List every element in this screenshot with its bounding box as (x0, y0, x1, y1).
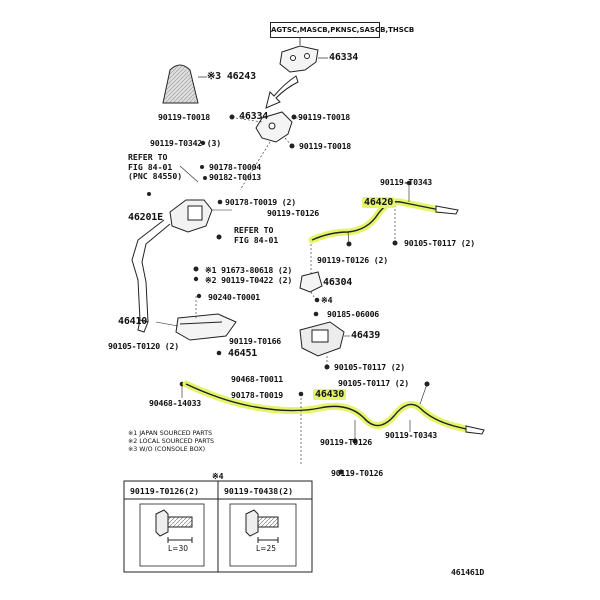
part-46243-label[interactable]: ※3 46243 (207, 71, 256, 82)
refer-fig-84-01-note: REFER TO FIG 84-01 (234, 225, 279, 245)
bolt-t0166-label[interactable]: 90119-T0166 (229, 336, 282, 346)
bolt-t0342-label[interactable]: 90119-T0342 (3) (150, 138, 221, 148)
note-japan-sourced: ※1 JAPAN SOURCED PARTS (128, 430, 213, 437)
equalizer-46304-drawing (299, 271, 323, 293)
detail-right-length: L=25 (256, 544, 277, 553)
detail-table-drawing (123, 480, 313, 573)
bolt-14033-label[interactable]: 90468-14033 (149, 398, 202, 408)
bolt-06006-label[interactable]: 90185-06006 (327, 309, 380, 319)
detail-4-marker: ※4 (321, 295, 333, 305)
bolt-t0018-right2-label[interactable]: 90119-T0018 (299, 141, 352, 151)
bolt-t0013-label[interactable]: 90182-T0013 (209, 172, 262, 182)
bolt-t0019b-label[interactable]: 90178-T0019 (231, 390, 284, 400)
detail-left-header[interactable]: 90119-T0126(2) (130, 486, 200, 496)
refer-fig-84-01-pnc-note: REFER TO FIG 84-01 (PNC 84550) (128, 152, 183, 182)
bolt-t0126b-label[interactable]: 90119-T0126 (2) (317, 255, 388, 265)
bolt-t0126a-label[interactable]: 90119-T0126 (267, 208, 320, 218)
bolt-detail-right-drawing (245, 509, 279, 543)
model-code-box: AGTSC,MASCB,PKNSC,SASCB,THSCB (270, 22, 414, 38)
detail-right-header[interactable]: 90119-T0438(2) (224, 486, 294, 496)
bolt-t0004-label[interactable]: 90178-T0004 (209, 162, 262, 172)
refer-mid-line-1: REFER TO (234, 225, 274, 235)
refer-line-1: REFER TO (128, 152, 168, 162)
bolt-t0117b-label[interactable]: 90105-T0117 (2) (334, 362, 405, 372)
legend-notes: ※1 JAPAN SOURCED PARTS ※2 LOCAL SOURCED … (128, 430, 214, 455)
part-46334-top-label[interactable]: 46334 (329, 52, 359, 63)
part-46439-label[interactable]: 46439 (351, 330, 381, 341)
part-46334-mid-label[interactable]: 46334 (239, 111, 269, 122)
shift-boot-46243-drawing (162, 64, 199, 104)
parking-lever-46201e-drawing (131, 199, 213, 333)
bolt-t0018-right-label[interactable]: 90119-T0018 (298, 112, 351, 122)
bolt-t0343-bottom-label[interactable]: 90119-T0343 (385, 430, 438, 440)
cable-46430-drawing (182, 380, 485, 435)
bolt-80618-label[interactable]: ※1 91673-80618 (2) (205, 265, 293, 275)
bracket-46334-mid-drawing (255, 111, 293, 143)
diagram-id: 461461D (451, 567, 485, 577)
refer-line-3: (PNC 84550) (128, 171, 183, 181)
bolt-t0343-top-label[interactable]: 90119-T0343 (380, 177, 433, 187)
guide-46439-drawing (299, 321, 345, 357)
part-46304-label[interactable]: 46304 (323, 277, 353, 288)
bolt-t0120-label[interactable]: 90105-T0120 (2) (108, 341, 179, 351)
bolt-t0019a-label[interactable]: 90178-T0019 (2) (225, 197, 296, 207)
bolt-t0117a-label[interactable]: 90105-T0117 (2) (404, 238, 475, 248)
note-local-sourced: ※2 LOCAL SOURCED PARTS (128, 438, 215, 446)
part-46420-text: 46420 (362, 197, 396, 208)
detail-table-marker: ※4 (212, 471, 224, 481)
refer-mid-line-2: FIG 84-01 (234, 234, 279, 245)
bolt-t0126d-label[interactable]: 90119-T0126 (331, 468, 384, 478)
part-46420-label[interactable]: 46420 (362, 197, 396, 208)
bolt-t0018-left-label[interactable]: 90119-T0018 (158, 112, 211, 122)
bolt-t0001-label[interactable]: 90240-T0001 (208, 292, 261, 302)
part-46430-text: 46430 (313, 389, 347, 400)
part-46201e-label[interactable]: 46201E (128, 212, 163, 223)
bracket-46410-drawing (175, 313, 237, 341)
part-46430-label[interactable]: 46430 (313, 389, 347, 400)
bolt-t0011-label[interactable]: 90468-T0011 (231, 374, 284, 384)
part-46451-label[interactable]: 46451 (228, 348, 258, 359)
refer-line-2: FIG 84-01 (128, 161, 173, 172)
bolt-t0117c-label[interactable]: 90105-T0117 (2) (338, 378, 409, 388)
direction-arrow-drawing (265, 75, 299, 109)
bolt-detail-left-drawing (155, 509, 193, 543)
bolt-t0422-label[interactable]: ※2 90119-T0422 (2) (205, 275, 293, 285)
note-console-box: ※3 W/O (CONSOLE BOX) (128, 446, 206, 454)
bracket-46334-top-drawing (279, 45, 319, 73)
bolt-t0126c-label[interactable]: 90119-T0126 (320, 437, 373, 447)
detail-left-length: L=30 (168, 544, 189, 553)
part-46410-label[interactable]: 46410 (118, 316, 148, 327)
